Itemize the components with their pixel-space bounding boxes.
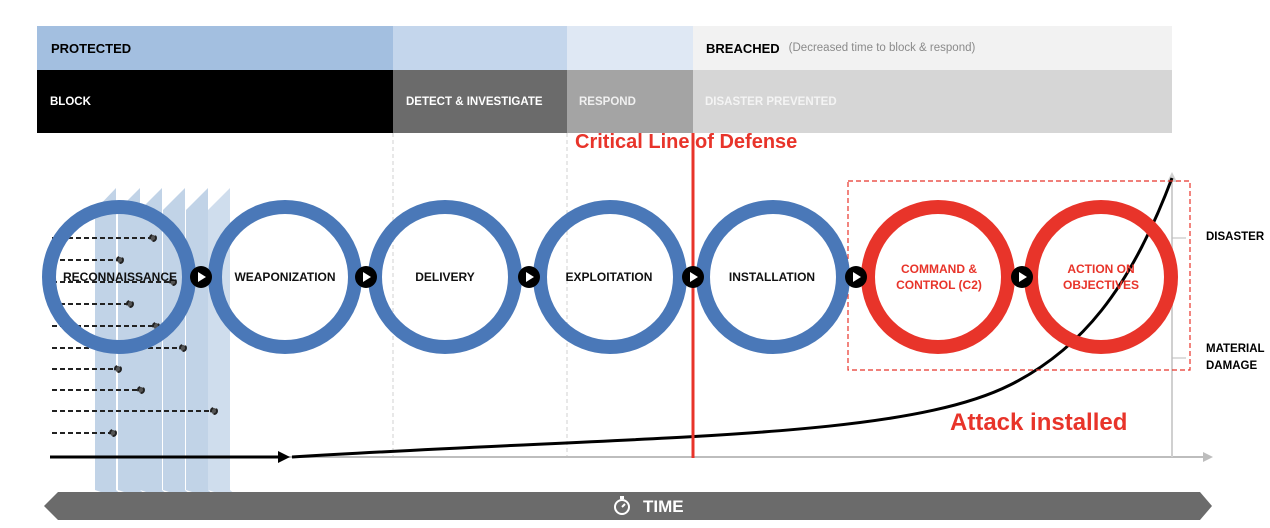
stage-delivery: DELIVERY <box>415 270 475 284</box>
play-connector-icon <box>518 266 540 288</box>
attack-arrow-head <box>278 451 290 463</box>
play-connector-icon <box>1011 266 1033 288</box>
disaster-label: DISASTER <box>1206 231 1265 243</box>
stage-command-and-control: COMMAND & CONTROL (C2) <box>896 262 982 292</box>
phase-detect: DETECT & INVESTIGATE <box>393 70 567 133</box>
material-damage-label-line1: MATERIAL <box>1206 343 1265 355</box>
breached-label: BREACHED <box>706 40 780 56</box>
stage-action-on-objectives: ACTION ON OBJECTIVES <box>1062 262 1140 292</box>
play-connector-icon <box>845 266 867 288</box>
protected-band-light <box>567 26 693 70</box>
protected-band-mid <box>393 26 567 70</box>
critical-line-label: Critical Line of Defense <box>575 131 798 153</box>
play-connector-icon <box>190 266 212 288</box>
stage-weaponization: WEAPONIZATION <box>234 270 336 284</box>
play-connector-icon <box>682 266 704 288</box>
breach-box <box>847 180 1191 371</box>
phase-disaster-prevented: DISASTER PREVENTED <box>693 70 1172 133</box>
phase-detect-label: DETECT & INVESTIGATE <box>406 95 543 108</box>
breached-band: BREACHED (Decreased time to block & resp… <box>693 26 1172 70</box>
phase-block-label: BLOCK <box>50 95 91 108</box>
attack-installed-label: Attack installed <box>950 409 1128 436</box>
protected-band: PROTECTED <box>37 26 393 70</box>
phase-respond-label: RESPOND <box>579 95 636 108</box>
ring-reconnaissance <box>42 200 196 354</box>
protected-label: PROTECTED <box>51 40 132 56</box>
stage-installation: INSTALLATION <box>728 270 816 284</box>
phase-disaster-prevented-label: DISASTER PREVENTED <box>705 95 837 108</box>
time-label: TIME <box>643 497 684 516</box>
time-axis-arrowhead <box>1203 452 1213 462</box>
damage-axis-arrowhead <box>1167 172 1177 182</box>
stage-reconnaissance: RECONNAISSANCE <box>62 270 177 284</box>
play-connector-icon <box>355 266 377 288</box>
attack-curve <box>291 177 1174 459</box>
phase-block: BLOCK <box>37 70 393 133</box>
breached-note: (Decreased time to block & respond) <box>788 42 976 54</box>
phase-respond: RESPOND <box>567 70 693 133</box>
ring-command-and-control <box>861 200 1015 354</box>
stage-exploitation: EXPLOITATION <box>565 270 653 284</box>
material-damage-label-line2: DAMAGE <box>1206 360 1258 372</box>
stopwatch-icon <box>614 496 630 515</box>
